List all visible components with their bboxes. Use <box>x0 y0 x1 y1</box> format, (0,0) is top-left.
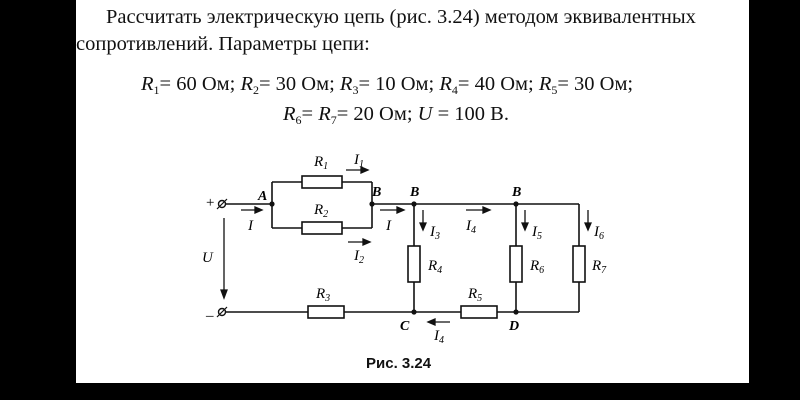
node-b-label: B <box>409 185 419 200</box>
param-sym: R <box>283 103 296 125</box>
i1-sub: 1 <box>359 159 364 170</box>
svg-text:I1: I1 <box>353 152 364 170</box>
task-line-1: Рассчитать электрическую цепь (рис. 3.24… <box>106 6 696 28</box>
resistor-r7 <box>572 245 586 283</box>
r3-sym: R <box>315 286 325 302</box>
param-sym: U <box>417 103 433 125</box>
param-sub: 6 <box>295 113 302 127</box>
svg-text:R1: R1 <box>313 154 328 172</box>
svg-text:I3: I3 <box>429 224 440 242</box>
resistor-r4 <box>407 245 421 283</box>
svg-text:R3: R3 <box>315 286 330 304</box>
current-i-label: I <box>385 218 392 234</box>
current-labels: I I I1 I2 I3 I4 I5 I6 I4 <box>247 152 604 346</box>
param-sym: R <box>439 73 452 95</box>
param-val: = 30 Ом; <box>557 73 634 95</box>
node-c-label: C <box>400 319 410 334</box>
param-sub: 2 <box>252 83 259 97</box>
i1-sym: I <box>353 152 360 168</box>
i3-sub: 3 <box>434 231 440 242</box>
param-val: = 20 Ом; <box>336 103 413 125</box>
param-sym: R <box>318 103 331 125</box>
svg-text:R2: R2 <box>313 202 328 220</box>
node-b-label: B <box>511 185 521 200</box>
circuit-diagram: A B B B C D + – U R1 R2 R3 R4 R5 R6 R7 I… <box>202 152 607 346</box>
r6-sub: 6 <box>539 265 544 276</box>
node-d-label: D <box>508 319 519 334</box>
i5-sym: I <box>531 224 538 240</box>
r4-sub: 4 <box>437 265 442 276</box>
i6-sub: 6 <box>599 231 604 242</box>
r1-sub: 1 <box>323 161 328 172</box>
param-sub: 5 <box>551 83 558 97</box>
svg-text:I2: I2 <box>353 248 364 266</box>
r7-sym: R <box>591 258 601 274</box>
i2-sub: 2 <box>359 255 364 266</box>
r7-sub: 7 <box>601 265 607 276</box>
resistor-r5 <box>460 305 498 319</box>
i4-sub: 4 <box>439 335 444 346</box>
r6-sym: R <box>529 258 539 274</box>
param-sym: R <box>141 73 154 95</box>
svg-text:I6: I6 <box>593 224 604 242</box>
param-sub: 1 <box>153 83 160 97</box>
junction-dots <box>269 201 519 315</box>
r2-sub: 2 <box>323 209 328 220</box>
current-arrows <box>220 166 592 326</box>
resistor-r2 <box>301 221 343 235</box>
r4-sym: R <box>427 258 437 274</box>
task-line-2: сопротивлений. Параметры цепи: <box>76 33 370 55</box>
r5-sub: 5 <box>477 293 482 304</box>
svg-text:R4: R4 <box>427 258 442 276</box>
r5-sym: R <box>467 286 477 302</box>
param-sub: 3 <box>352 83 359 97</box>
param-val: = 30 Ом; <box>258 73 335 95</box>
r2-sym: R <box>313 202 323 218</box>
svg-text:R7: R7 <box>591 258 607 276</box>
r1-sym: R <box>313 154 323 170</box>
i4-sym: I <box>433 328 440 344</box>
svg-text:R5: R5 <box>467 286 482 304</box>
node-a-label: A <box>257 189 267 204</box>
param-sym: R <box>538 73 552 95</box>
svg-text:I5: I5 <box>531 224 542 242</box>
i4-sub: 4 <box>471 225 476 236</box>
svg-text:I4: I4 <box>465 218 476 236</box>
i3-sym: I <box>429 224 436 240</box>
resistor-r1 <box>301 175 343 189</box>
i6-sym: I <box>593 224 600 240</box>
param-val: = 10 Ом; <box>358 73 435 95</box>
r3-sub: 3 <box>324 293 330 304</box>
node-b-label: B <box>371 185 381 200</box>
voltage-u-label: U <box>202 250 214 266</box>
param-sub: 4 <box>451 83 458 97</box>
figure-caption: Рис. 3.24 <box>366 355 432 372</box>
page: Рассчитать электрическую цепь (рис. 3.24… <box>76 0 749 383</box>
i4-sym: I <box>465 218 472 234</box>
param-val: = 60 Ом; <box>159 73 236 95</box>
terminal-minus-label: – <box>205 308 214 324</box>
param-sym: R <box>240 73 253 95</box>
svg-text:R6: R6 <box>529 258 544 276</box>
param-val: = 40 Ом; <box>457 73 534 95</box>
i5-sub: 5 <box>537 231 542 242</box>
wires <box>226 181 580 313</box>
params-line-2: R6= R7= 20 Ом; U = 100 В. <box>283 103 509 131</box>
current-i-label: I <box>247 218 254 234</box>
resistor-labels: R1 R2 R3 R4 R5 R6 R7 <box>313 154 607 304</box>
terminal-plus-label: + <box>206 195 214 211</box>
param-val: = 100 В. <box>432 103 509 125</box>
param-val: = <box>301 103 319 125</box>
params-line-1: R1= 60 Ом; R2= 30 Ом; R3= 10 Ом; R4= 40 … <box>141 73 633 101</box>
param-sym: R <box>339 73 353 95</box>
svg-text:I4: I4 <box>433 328 444 346</box>
i2-sym: I <box>353 248 360 264</box>
param-sub: 7 <box>330 113 337 127</box>
resistor-r6 <box>509 245 523 283</box>
resistor-r3 <box>307 305 345 319</box>
